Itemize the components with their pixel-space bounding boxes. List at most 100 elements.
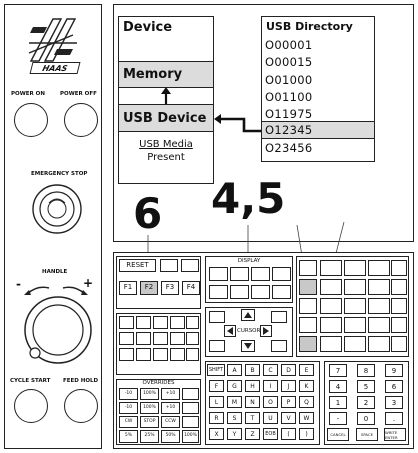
override-spindle-minus[interactable]: -10 [119, 402, 138, 414]
num-key[interactable]: 5 [357, 380, 375, 393]
alpha-key[interactable]: G [227, 380, 242, 392]
jog-key[interactable] [153, 348, 168, 361]
edit-key[interactable] [368, 336, 390, 352]
num-key[interactable]: 6 [385, 380, 403, 393]
alpha-key[interactable]: O [263, 396, 278, 408]
edit-key[interactable] [368, 279, 390, 295]
display-key[interactable] [251, 267, 270, 281]
jog-key[interactable] [136, 332, 151, 345]
power-off-button[interactable] [64, 103, 98, 137]
override-feed-plus[interactable]: +10 [161, 388, 180, 400]
file-item[interactable]: O00015 [265, 55, 313, 69]
override-feed-minus[interactable]: -10 [119, 388, 138, 400]
alpha-key[interactable]: X [209, 428, 224, 440]
num-key[interactable]: 7 [329, 364, 347, 377]
alpha-key[interactable]: Q [299, 396, 314, 408]
alpha-key[interactable]: I [263, 380, 278, 392]
override-hand-feed[interactable] [182, 388, 199, 400]
alpha-key[interactable]: Z [245, 428, 260, 440]
file-item[interactable]: O11975 [265, 107, 313, 121]
alpha-key[interactable]: Y [227, 428, 242, 440]
mode-key[interactable] [299, 317, 317, 333]
edit-key[interactable] [320, 279, 342, 295]
jog-handle-wheel[interactable] [23, 295, 93, 365]
alpha-key[interactable]: T [245, 412, 260, 424]
edit-key[interactable] [320, 298, 342, 314]
space-key[interactable]: SPACE [356, 428, 378, 441]
alpha-key[interactable]: J [281, 380, 296, 392]
display-key[interactable] [209, 267, 228, 281]
alpha-key[interactable]: H [245, 380, 260, 392]
edit-key[interactable] [368, 298, 390, 314]
jog-key[interactable] [119, 332, 134, 345]
edit-key[interactable] [344, 298, 366, 314]
edit-key[interactable] [391, 336, 407, 352]
num-key[interactable]: 4 [329, 380, 347, 393]
display-key[interactable] [272, 267, 291, 281]
edit-key[interactable] [391, 298, 407, 314]
display-key[interactable] [272, 285, 291, 299]
cycle-start-button[interactable] [14, 389, 48, 423]
rapid-5-key[interactable]: 5% [119, 430, 138, 443]
alpha-key[interactable]: D [281, 364, 296, 376]
edit-key[interactable] [391, 279, 407, 295]
edit-key[interactable] [368, 317, 390, 333]
edit-key[interactable] [368, 260, 390, 276]
mode-key[interactable] [299, 279, 317, 295]
alpha-key[interactable]: S [227, 412, 242, 424]
edit-key[interactable] [320, 336, 342, 352]
num-key[interactable]: 0 [357, 412, 375, 425]
shift-key[interactable]: SHIFT [207, 364, 225, 376]
alpha-key[interactable]: U [263, 412, 278, 424]
alpha-key[interactable]: M [227, 396, 242, 408]
power-on-button[interactable] [14, 103, 48, 137]
home-key[interactable] [209, 311, 225, 323]
spindle-ccw-key[interactable]: CCW [161, 416, 180, 428]
jog-key[interactable] [136, 316, 151, 329]
edit-key[interactable] [391, 317, 407, 333]
usb-device[interactable]: USB Device [118, 104, 214, 132]
jog-key[interactable] [136, 348, 151, 361]
display-key[interactable] [230, 267, 249, 281]
cursor-down-key[interactable] [241, 340, 255, 352]
file-item[interactable]: O23456 [265, 141, 313, 155]
num-key[interactable]: - [329, 412, 347, 425]
end-key[interactable] [209, 340, 225, 352]
paren-close-key[interactable]: ) [299, 428, 314, 440]
write-enter-key[interactable]: WRITE ENTER [384, 428, 406, 441]
file-item-selected[interactable]: O12345 [265, 123, 313, 137]
reset-button[interactable]: RESET [119, 259, 156, 272]
f1-key[interactable]: F1 [119, 281, 137, 295]
file-item[interactable]: O00001 [265, 38, 313, 52]
jog-key[interactable] [119, 316, 134, 329]
jog-key[interactable] [119, 348, 134, 361]
jog-key[interactable] [186, 332, 199, 345]
file-item[interactable]: O01000 [265, 73, 313, 87]
rapid-50-key[interactable]: 50% [161, 430, 180, 443]
edit-key[interactable] [344, 279, 366, 295]
power-up-key[interactable] [160, 259, 178, 272]
alpha-key[interactable]: C [263, 364, 278, 376]
override-feed-100[interactable]: 100% [140, 388, 159, 400]
emergency-stop-button[interactable] [31, 183, 83, 235]
alpha-key[interactable]: R [209, 412, 224, 424]
override-hand-spindle[interactable] [182, 402, 199, 414]
eob-key[interactable]: EOB [263, 428, 278, 440]
num-key[interactable]: 8 [357, 364, 375, 377]
jog-key[interactable] [170, 332, 185, 345]
alpha-key[interactable]: E [299, 364, 314, 376]
num-key[interactable]: 9 [385, 364, 403, 377]
edit-key[interactable] [391, 260, 407, 276]
display-key[interactable] [251, 285, 270, 299]
edit-key[interactable] [320, 260, 342, 276]
cursor-right-key[interactable] [260, 325, 272, 337]
rapid-25-key[interactable]: 25% [140, 430, 159, 443]
recover-key[interactable] [181, 259, 199, 272]
jog-key[interactable] [170, 348, 185, 361]
rapid-100-key[interactable]: 100% [182, 430, 199, 443]
num-key[interactable]: . [385, 412, 403, 425]
mode-key[interactable] [299, 260, 317, 276]
alpha-key[interactable]: K [299, 380, 314, 392]
edit-key[interactable] [344, 317, 366, 333]
jog-key[interactable] [170, 316, 185, 329]
